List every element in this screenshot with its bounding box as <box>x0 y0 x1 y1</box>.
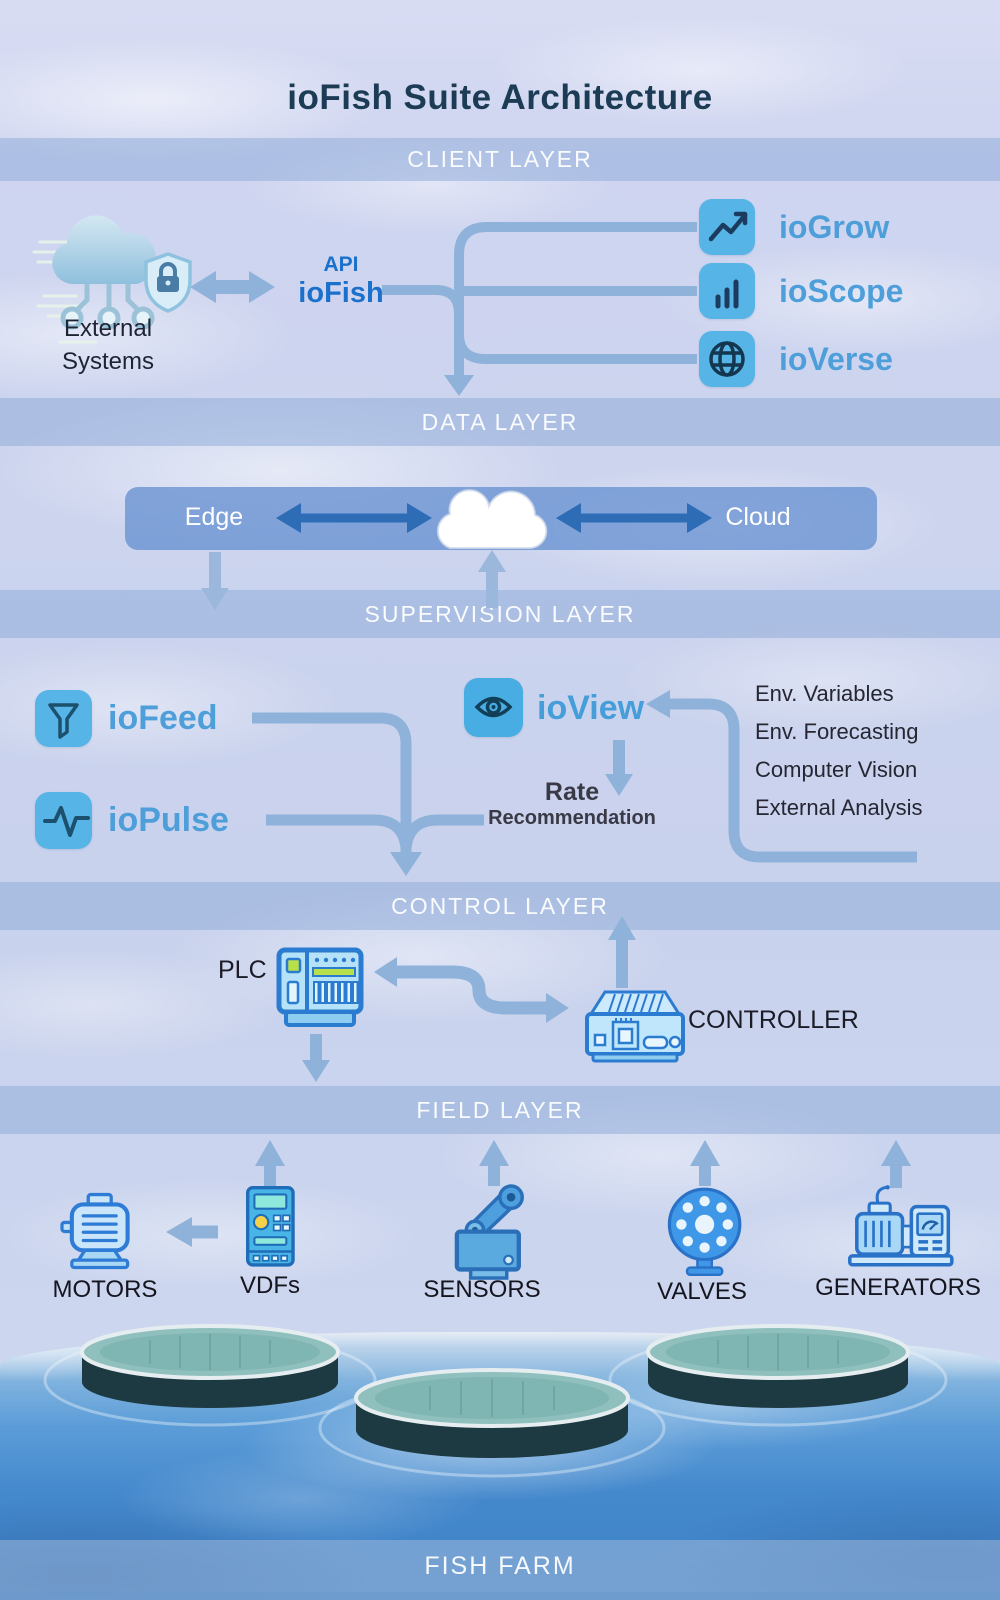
input-env-variables: Env. Variables <box>755 681 894 706</box>
sensor-icon <box>454 1184 524 1280</box>
iopulse-label: ioPulse <box>108 801 229 839</box>
controller-label: CONTROLLER <box>688 1006 859 1034</box>
client-connectors <box>190 222 697 396</box>
band-control-layer: CONTROL LAYER <box>0 882 1000 930</box>
trend-up-icon <box>708 211 748 242</box>
input-computer-vision: Computer Vision <box>755 757 918 782</box>
vdfs-label: VDFs <box>240 1272 300 1299</box>
external-label-line2: Systems <box>61 348 155 375</box>
control-connectors <box>302 916 636 1082</box>
ioscope-tile <box>699 263 755 319</box>
api-label: API <box>323 253 359 276</box>
external-label-line1: External <box>63 315 153 342</box>
plc-controller-arrow <box>394 965 549 1015</box>
iogrow-label: ioGrow <box>779 209 890 245</box>
iogrow-tile <box>699 199 755 255</box>
footer-strip <box>0 1592 1000 1600</box>
plc-icon <box>276 947 364 1027</box>
edge-cloud-sync-arrows <box>276 503 712 533</box>
motor-icon <box>60 1192 130 1270</box>
rate-label: Rate <box>544 778 600 806</box>
input-env-forecasting: Env. Forecasting <box>755 719 919 744</box>
band-supervision-layer: SUPERVISION LAYER <box>0 590 1000 638</box>
cloud-icon <box>436 489 548 549</box>
ioverse-tile <box>699 331 755 387</box>
rate-recommendation-label: Rate Recommendation <box>488 778 656 830</box>
ioview-label: ioView <box>537 689 645 727</box>
generators-label: GENERATORS <box>815 1274 981 1301</box>
sensors-label: SENSORS <box>423 1276 541 1303</box>
ioscope-label: ioScope <box>779 273 904 309</box>
input-external-analysis: External Analysis <box>755 795 923 820</box>
external-systems-label: External Systems <box>62 312 154 378</box>
band-fish-farm: FISH FARM <box>0 1540 1000 1592</box>
band-field-layer: FIELD LAYER <box>0 1086 1000 1134</box>
generator-icon <box>848 1185 954 1267</box>
iopulse-tile <box>35 792 92 849</box>
shield-lock-icon <box>144 252 192 313</box>
page-title: ioFish Suite Architecture <box>287 78 713 117</box>
pulse-icon <box>43 806 90 837</box>
ioview-inputs-list: Env. Variables Env. Forecasting Computer… <box>755 675 923 827</box>
api-iofish-label: API ioFish <box>298 253 383 310</box>
controller-icon <box>585 990 685 1063</box>
field-connectors <box>166 1140 911 1247</box>
cloud-label: Cloud <box>725 503 791 531</box>
vdf-icon <box>246 1186 295 1267</box>
eye-icon <box>474 696 513 718</box>
iofeed-tile <box>35 690 92 747</box>
motors-label: MOTORS <box>52 1276 158 1303</box>
plc-label: PLC <box>218 956 267 984</box>
ioview-tile <box>464 678 523 737</box>
band-data-layer: DATA LAYER <box>0 398 1000 446</box>
bar-chart-icon <box>715 279 739 309</box>
ioverse-label: ioVerse <box>779 341 893 377</box>
globe-icon <box>709 341 745 377</box>
funnel-icon <box>48 703 79 739</box>
recommendation-label: Recommendation <box>488 807 656 829</box>
valve-icon <box>667 1187 742 1277</box>
edge-label: Edge <box>184 503 244 531</box>
iofish-label: ioFish <box>298 277 384 309</box>
valves-label: VALVES <box>657 1278 747 1305</box>
iofeed-label: ioFeed <box>108 699 218 737</box>
band-client-layer: CLIENT LAYER <box>0 138 1000 181</box>
